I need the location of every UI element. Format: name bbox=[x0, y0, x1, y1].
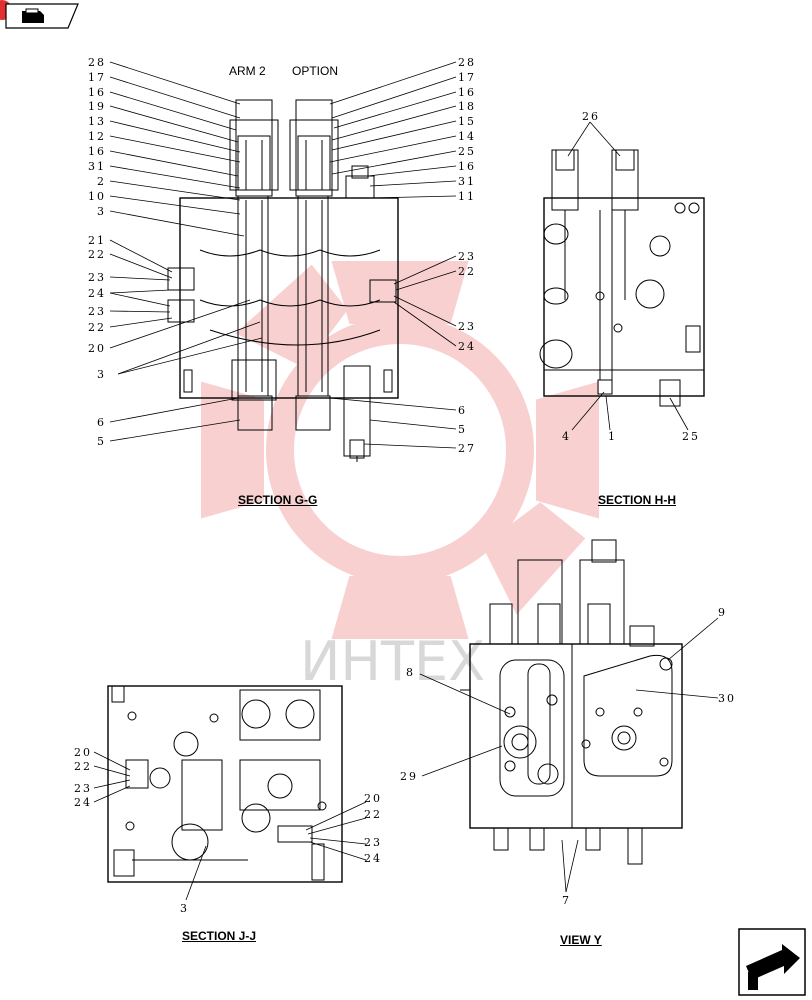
part-label: 7 bbox=[562, 894, 571, 907]
next-page-button[interactable] bbox=[738, 928, 806, 996]
part-label: 21 bbox=[88, 234, 106, 247]
part-label: 26 bbox=[582, 110, 600, 123]
part-label: 12 bbox=[88, 130, 106, 143]
part-label: 24 bbox=[458, 340, 476, 353]
part-label: 22 bbox=[458, 265, 476, 278]
part-label: 18 bbox=[458, 100, 476, 113]
part-label: 23 bbox=[458, 320, 476, 333]
nav-book-button[interactable] bbox=[0, 0, 80, 30]
view-y-caption: VIEW Y bbox=[560, 933, 602, 947]
part-label: 23 bbox=[74, 782, 92, 795]
part-label: 23 bbox=[364, 836, 382, 849]
arm2-header: ARM 2 bbox=[229, 64, 266, 78]
part-label: 25 bbox=[458, 145, 476, 158]
section-gg-caption: SECTION G-G bbox=[238, 493, 318, 507]
part-label: 2 bbox=[97, 175, 106, 188]
part-label: 30 bbox=[718, 692, 736, 705]
part-label: 20 bbox=[88, 342, 106, 355]
part-label: 16 bbox=[88, 86, 106, 99]
part-label: 25 bbox=[682, 430, 700, 443]
part-label: 16 bbox=[458, 160, 476, 173]
part-label: 16 bbox=[458, 86, 476, 99]
part-label: 20 bbox=[74, 746, 92, 759]
part-label: 10 bbox=[88, 190, 106, 203]
part-label: 29 bbox=[400, 770, 418, 783]
option-header: OPTION bbox=[292, 64, 339, 78]
part-label: 22 bbox=[88, 321, 106, 334]
part-label: 15 bbox=[458, 115, 476, 128]
part-label: 11 bbox=[458, 190, 476, 203]
part-label: 4 bbox=[562, 430, 571, 443]
book-arrow-icon bbox=[0, 0, 79, 29]
part-label: 24 bbox=[74, 796, 92, 809]
part-label: 24 bbox=[88, 287, 106, 300]
part-label: 22 bbox=[88, 248, 106, 261]
next-page-arrow-icon bbox=[738, 928, 806, 996]
watermark-text: ИНТЕХ bbox=[300, 630, 485, 693]
part-label: 17 bbox=[88, 71, 106, 84]
part-label: 6 bbox=[97, 416, 106, 429]
part-label: 23 bbox=[88, 305, 106, 318]
part-label: 17 bbox=[458, 71, 476, 84]
part-label: 23 bbox=[458, 250, 476, 263]
section-jj-caption: SECTION J-J bbox=[182, 929, 257, 943]
part-label: 8 bbox=[406, 666, 415, 679]
part-label: 3 bbox=[97, 368, 106, 381]
part-label: 1 bbox=[608, 430, 617, 443]
part-label: 22 bbox=[74, 760, 92, 773]
part-label: 5 bbox=[97, 435, 106, 448]
part-label: 3 bbox=[97, 205, 106, 218]
part-label: 16 bbox=[88, 145, 106, 158]
part-label: 19 bbox=[88, 100, 106, 113]
part-label: 14 bbox=[458, 130, 476, 143]
part-label: 22 bbox=[364, 808, 382, 821]
part-label: 28 bbox=[88, 56, 106, 69]
part-label: 23 bbox=[88, 271, 106, 284]
section-hh-caption: SECTION H-H bbox=[598, 493, 676, 507]
part-label: 31 bbox=[88, 160, 106, 173]
part-label: 27 bbox=[458, 442, 476, 455]
part-label: 28 bbox=[458, 56, 476, 69]
part-label: 31 bbox=[458, 175, 476, 188]
part-label: 5 bbox=[458, 423, 467, 436]
part-label: 13 bbox=[88, 115, 106, 128]
part-label: 3 bbox=[180, 902, 189, 915]
part-label: 6 bbox=[458, 404, 467, 417]
part-label: 9 bbox=[718, 606, 727, 619]
part-label: 24 bbox=[364, 852, 382, 865]
part-label: 20 bbox=[364, 792, 382, 805]
